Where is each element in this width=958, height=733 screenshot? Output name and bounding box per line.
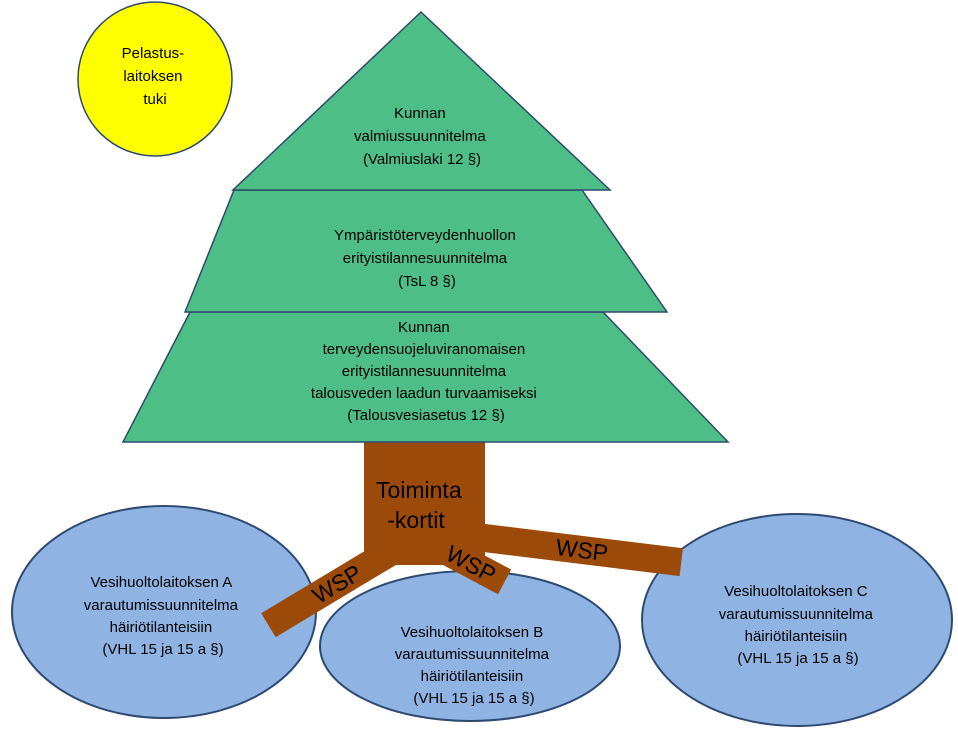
tree-top-line-1: Kunnan: [394, 105, 446, 122]
rescue-service-label: Pelastus- laitoksen tuki: [122, 45, 189, 108]
utility-b-line-1: Vesihuoltolaitoksen B: [401, 624, 544, 641]
tree-middle-line-2: erityistilannesuunnitelma: [343, 250, 508, 267]
tree-top-line-2: valmiussuunnitelma: [354, 128, 486, 145]
root-c: WSP: [481, 523, 683, 577]
rescue-line-3: tuki: [143, 91, 166, 108]
utility-c-label: Vesihuoltolaitoksen C varautumissuunnite…: [719, 583, 877, 667]
utility-b-line-2: varautumissuunnitelma: [395, 646, 550, 663]
tree-top-line-3: (Valmiuslaki 12 §): [363, 151, 481, 168]
utility-a-label: Vesihuoltolaitoksen A varautumissuunnite…: [84, 574, 242, 658]
utility-a-line-1: Vesihuoltolaitoksen A: [90, 574, 232, 591]
tree-bottom-line-4: talousveden laadun turvaamiseksi: [311, 385, 537, 402]
utility-b-line-4: (VHL 15 ja 15 a §): [413, 690, 534, 707]
utility-b-line-3: häiriötilanteisiin: [421, 668, 524, 685]
tree-bottom-label: Kunnan terveydensuojeluviranomaisen erit…: [311, 319, 541, 424]
trunk-line-1: Toiminta: [376, 477, 462, 503]
tree-bottom-line-5: (Talousvesiasetus 12 §): [347, 407, 505, 424]
utility-b-label: Vesihuoltolaitoksen B varautumissuunnite…: [395, 624, 553, 707]
root-c-label: WSP: [554, 534, 609, 566]
root-b-bar: [427, 531, 512, 595]
rescue-line-2: laitoksen: [123, 68, 182, 85]
root-c-bar: [481, 523, 683, 577]
utility-a-line-4: (VHL 15 ja 15 a §): [102, 641, 223, 658]
rescue-line-1: Pelastus-: [122, 45, 185, 62]
utility-a-line-3: häiriötilanteisiin: [110, 619, 213, 636]
rescue-service-circle: [77, 1, 233, 157]
tree-top-label: Kunnan valmiussuunnitelma (Valmiuslaki 1…: [354, 105, 490, 168]
utility-c-line-1: Vesihuoltolaitoksen C: [724, 583, 868, 600]
tree-bottom-line-1: Kunnan: [398, 319, 450, 336]
utility-c-line-3: häiriötilanteisiin: [745, 628, 848, 645]
tree-bottom-line-3: erityistilannesuunnitelma: [342, 363, 507, 380]
tree-middle-label: Ympäristöterveydenhuollon erityistilanne…: [334, 227, 520, 290]
utility-c-ellipse: [641, 513, 953, 727]
utility-c-line-4: (VHL 15 ja 15 a §): [737, 650, 858, 667]
tree-middle-line-3: (TsL 8 §): [398, 273, 456, 290]
root-a-bar: [261, 535, 405, 638]
trunk-line-2: -kortit: [387, 507, 445, 533]
trunk-label: Toiminta -kortit: [376, 477, 468, 533]
utility-a-line-2: varautumissuunnitelma: [84, 597, 239, 614]
utility-c-line-2: varautumissuunnitelma: [719, 606, 874, 623]
tree-middle-line-1: Ympäristöterveydenhuollon: [334, 227, 516, 244]
tree-bottom-line-2: terveydensuojeluviranomaisen: [323, 341, 526, 358]
tree-tier-top: [231, 10, 612, 191]
